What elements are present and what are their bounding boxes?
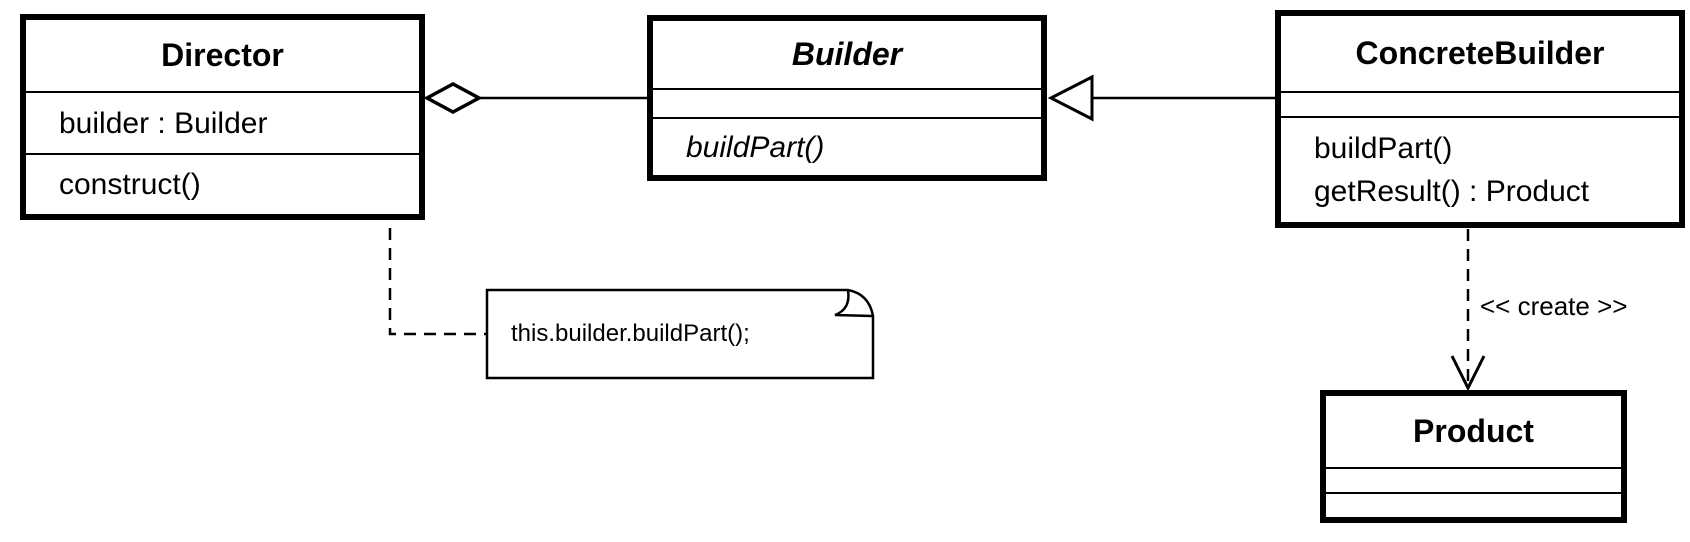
note-text: this.builder.buildPart(); <box>511 320 750 347</box>
attributes-section-director: builder : Builder <box>26 91 419 153</box>
method-item: buildPart() <box>686 130 825 164</box>
class-name-director: Director <box>161 37 284 73</box>
class-box-product: Product <box>1320 390 1627 523</box>
create-arrowhead-icon <box>1450 355 1486 392</box>
method-item: getResult() : Product <box>1314 175 1590 208</box>
aggregation-diamond-icon <box>423 82 483 114</box>
class-name-product: Product <box>1413 413 1534 449</box>
methods-section-concrete-builder: buildPart() getResult() : Product <box>1281 116 1679 222</box>
methods-section-product <box>1326 492 1621 517</box>
class-name-builder: Builder <box>791 36 903 72</box>
note-connector-dashed-line <box>388 208 487 336</box>
methods-section-director: construct() <box>26 153 419 214</box>
attributes-section-product <box>1326 467 1621 492</box>
class-box-concrete-builder: ConcreteBuilder buildPart() getResult() … <box>1275 10 1685 228</box>
attributes-section-builder <box>653 88 1041 117</box>
method-item: buildPart() <box>1314 132 1453 165</box>
class-box-builder: Builder buildPart() <box>647 15 1047 181</box>
class-name-concrete-builder: ConcreteBuilder <box>1355 35 1605 71</box>
create-stereotype-label: << create >> <box>1480 291 1628 321</box>
generalization-triangle-icon <box>1047 74 1094 122</box>
attributes-section-concrete-builder <box>1281 91 1679 116</box>
class-box-director: Director builder : Builder construct() <box>20 14 425 220</box>
methods-section-builder: buildPart() <box>653 117 1041 175</box>
attribute-item: builder : Builder <box>59 106 268 140</box>
method-item: construct() <box>59 168 201 201</box>
